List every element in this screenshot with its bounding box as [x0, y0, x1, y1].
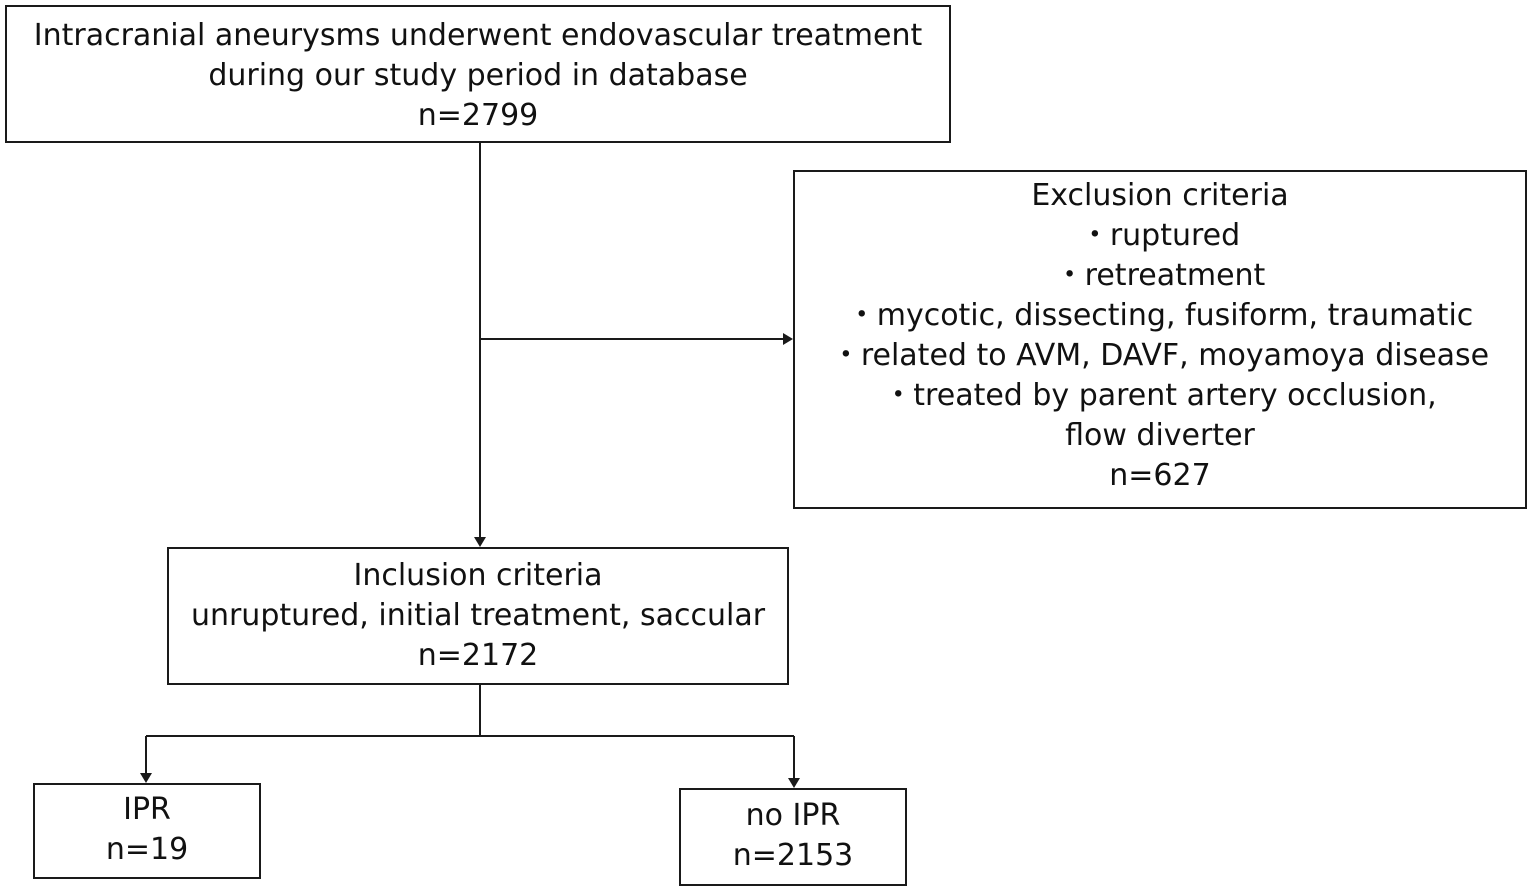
- inclusion-box: Inclusion criteria unruptured, initial t…: [167, 547, 789, 685]
- exclusion-item-retreatment: ・retreatment: [1054, 258, 1266, 293]
- no-ipr-title: no IPR: [745, 798, 841, 833]
- exclusion-item-ruptured: ・ruptured: [1079, 218, 1241, 253]
- arrowhead-no-ipr: [788, 778, 800, 788]
- exclusion-count: n=627: [1109, 458, 1211, 493]
- top-box-count: n=2799: [417, 98, 539, 133]
- exclusion-item-treatment: ・treated by parent artery occlusion,: [883, 378, 1437, 413]
- no-ipr-count: n=2153: [732, 838, 854, 873]
- inclusion-criteria: unruptured, initial treatment, saccular: [190, 598, 766, 633]
- exclusion-item-treatment-continued: flow diverter: [1065, 418, 1255, 453]
- ipr-box: IPR n=19: [33, 783, 261, 879]
- ipr-count: n=19: [105, 832, 189, 867]
- exclusion-item-related-disease: ・related to AVM, DAVF, moyamoya disease: [830, 338, 1490, 373]
- top-box: Intracranial aneurysms underwent endovas…: [5, 5, 951, 143]
- top-box-line-2: during our study period in database: [208, 58, 748, 93]
- exclusion-title: Exclusion criteria: [1031, 178, 1289, 213]
- arrowhead-inclusion: [474, 537, 486, 547]
- no-ipr-box: no IPR n=2153: [679, 788, 907, 886]
- ipr-title: IPR: [123, 792, 171, 827]
- inclusion-count: n=2172: [417, 638, 539, 673]
- exclusion-item-morphology: ・mycotic, dissecting, fusiform, traumati…: [846, 298, 1474, 333]
- arrowhead-ipr: [140, 773, 152, 783]
- inclusion-title: Inclusion criteria: [353, 558, 603, 593]
- exclusion-box: Exclusion criteria ・ruptured ・retreatmen…: [793, 170, 1527, 509]
- arrowhead-exclusion: [783, 333, 793, 345]
- top-box-line-1: Intracranial aneurysms underwent endovas…: [33, 18, 923, 53]
